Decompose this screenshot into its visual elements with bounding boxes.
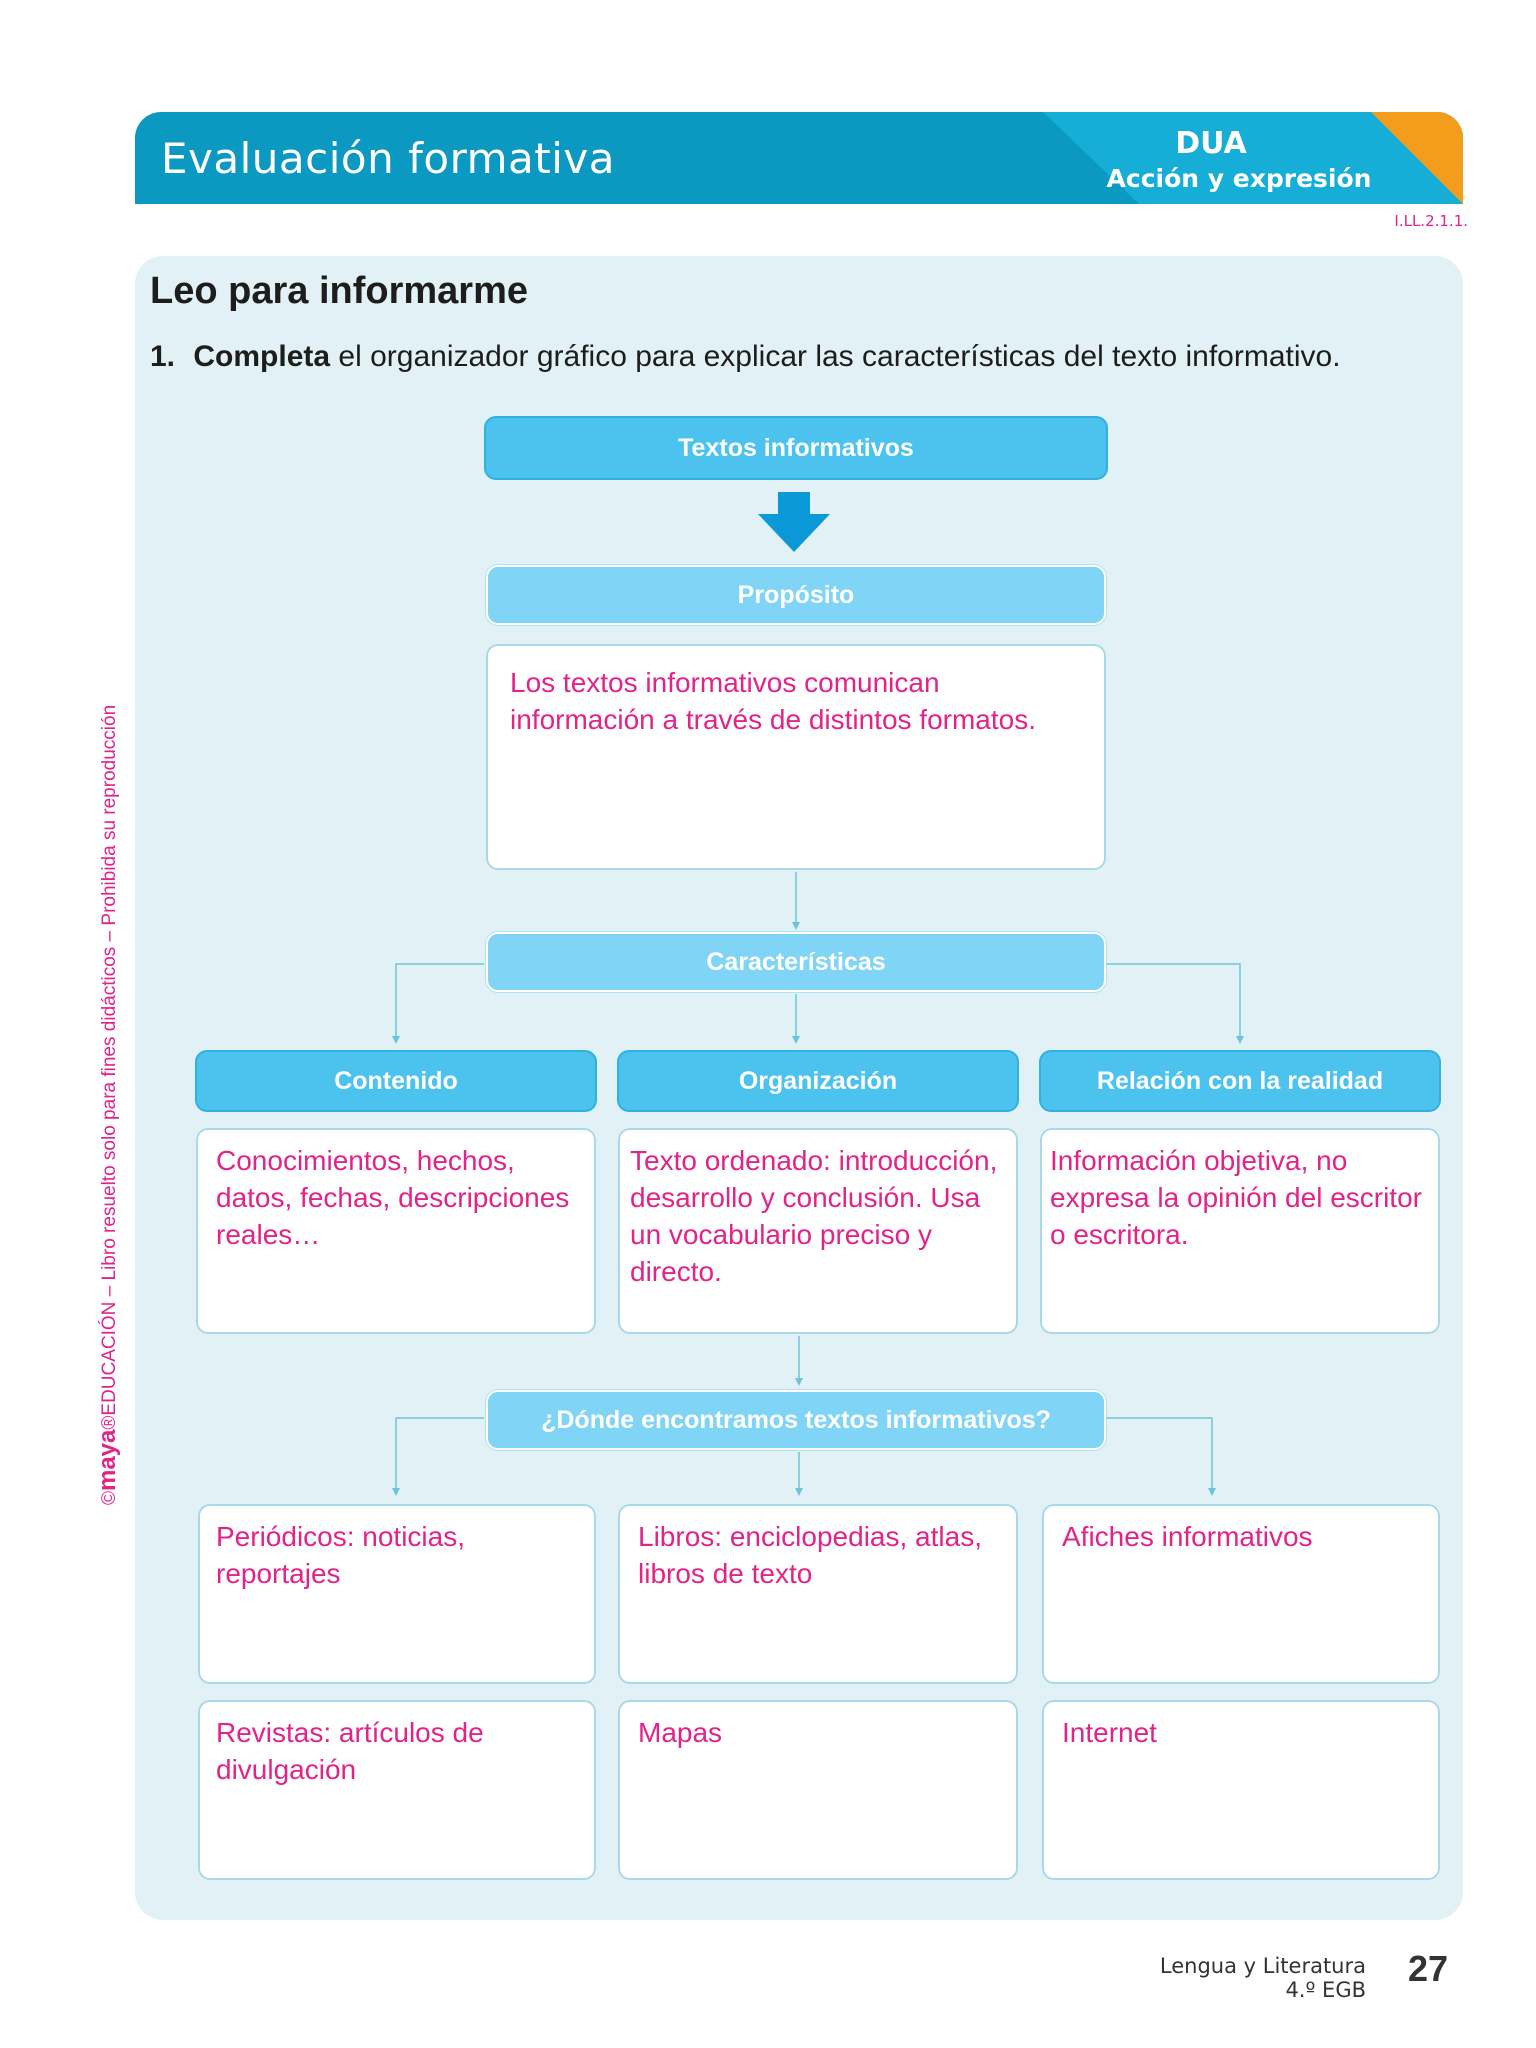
answer-donde-1[interactable]: Periódicos: noticias, reportajes: [198, 1504, 596, 1684]
answer-donde-3[interactable]: Afiches informativos: [1042, 1504, 1440, 1684]
box-caracteristicas: Características: [486, 932, 1106, 992]
header-banner: Evaluación formativa DUA Acción y expres…: [135, 112, 1463, 204]
registered-mark: ®: [99, 1415, 120, 1430]
section-title: Leo para informarme: [150, 270, 528, 312]
arrow-down-icon: [758, 492, 830, 552]
copyright-symbol: ©: [99, 1491, 120, 1505]
instruction-number: 1.: [150, 340, 176, 373]
copyright-sidebar: ©maya®EDUCACIÓN – Libro resuelto solo pa…: [94, 555, 124, 1505]
footer-subject: Lengua y Literatura 4.º EGB: [1160, 1954, 1366, 2002]
box-relacion-realidad: Relación con la realidad: [1039, 1050, 1441, 1112]
banner-title: Evaluación formativa: [161, 134, 615, 183]
answer-organizacion[interactable]: Texto ordenado: introducción, desarrollo…: [618, 1128, 1018, 1334]
answer-proposito[interactable]: Los textos informativos comunican inform…: [486, 644, 1106, 870]
dua-subtitle: Acción y expresión: [1106, 164, 1372, 193]
answer-contenido[interactable]: Conocimientos, hechos, datos, fechas, de…: [196, 1128, 596, 1334]
box-contenido: Contenido: [195, 1050, 597, 1112]
instruction: 1. Completa el organizador gráfico para …: [150, 340, 1341, 374]
instruction-text: el organizador gráfico para explicar las…: [338, 340, 1341, 373]
subject-name: Lengua y Literatura: [1159, 1954, 1366, 1978]
box-proposito: Propósito: [486, 565, 1106, 625]
answer-donde-2[interactable]: Libros: enciclopedias, atlas, libros de …: [618, 1504, 1018, 1684]
instruction-verb: Completa: [193, 340, 331, 373]
page-number: 27: [1407, 1948, 1448, 1989]
grade-label: 4.º EGB: [1285, 1978, 1366, 2002]
box-organizacion: Organización: [617, 1050, 1019, 1112]
answer-donde-6[interactable]: Internet: [1042, 1700, 1440, 1880]
answer-donde-5[interactable]: Mapas: [618, 1700, 1018, 1880]
box-textos-informativos: Textos informativos: [484, 416, 1108, 480]
dua-label: DUA: [1175, 126, 1247, 161]
answer-relacion-realidad[interactable]: Información objetiva, no expresa la opin…: [1040, 1128, 1440, 1334]
sidebar-notice: EDUCACIÓN – Libro resuelto solo para fin…: [99, 704, 120, 1416]
indicator-code: I.LL.2.1.1.: [1394, 212, 1468, 230]
box-donde-encontramos: ¿Dónde encontramos textos informativos?: [486, 1390, 1106, 1450]
brand-logo: maya: [94, 1429, 121, 1491]
answer-donde-4[interactable]: Revistas: artículos de divulgación: [198, 1700, 596, 1880]
